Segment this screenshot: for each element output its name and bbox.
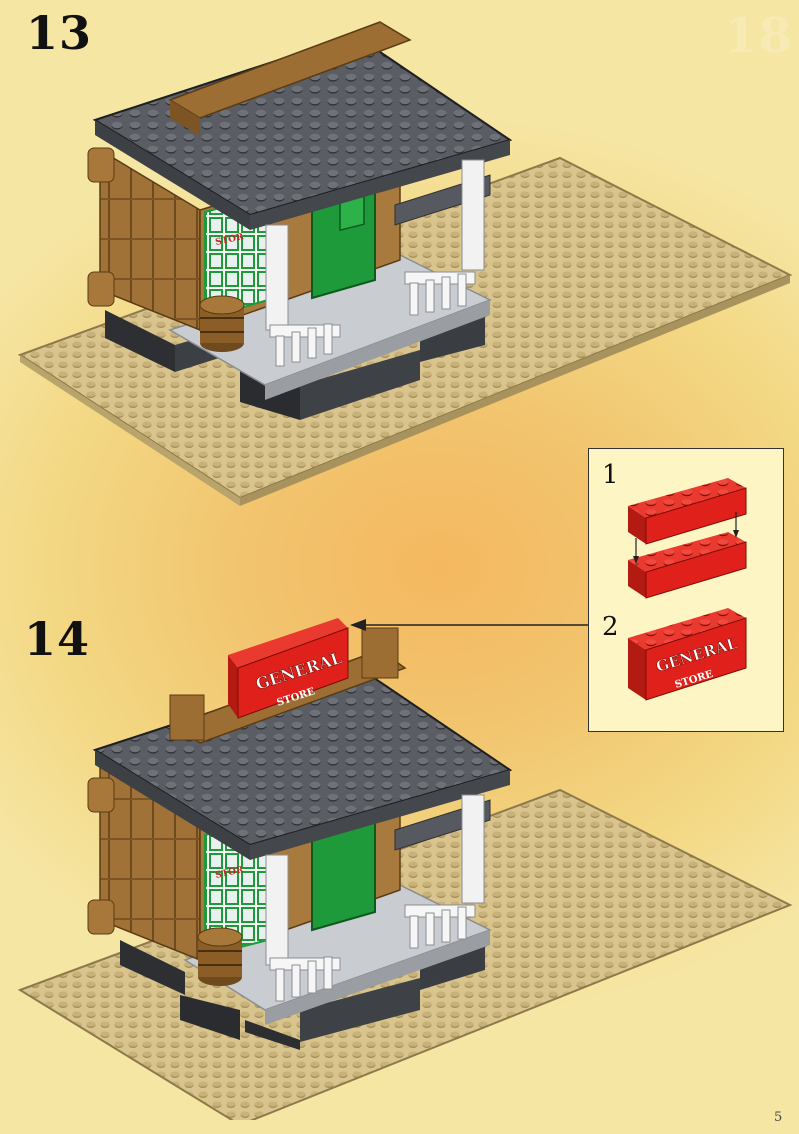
barrel-13: [199, 295, 245, 352]
porch-post-left-13: [265, 224, 289, 331]
inset-brick-top: [645, 487, 747, 545]
step-13-illustration: STOR: [17, 21, 793, 506]
inset-sign: [645, 617, 747, 701]
inset-illustration: GENERAL STORE: [628, 478, 747, 701]
step-13-number: 13: [26, 6, 93, 60]
page-number: 5: [774, 1110, 783, 1125]
watermark-step-number: 18: [724, 8, 793, 64]
substep-2-number: 2: [602, 612, 619, 642]
inset-brick-bottom: [645, 541, 747, 599]
substep-1-number: 1: [602, 460, 619, 490]
porch-post-right-13: [461, 159, 485, 271]
step-14-illustration: STOR GENERAL STORE: [17, 618, 793, 1120]
barrel-14: [197, 927, 243, 986]
callout-arrowhead: [350, 619, 366, 631]
step-14-number: 14: [24, 612, 91, 666]
